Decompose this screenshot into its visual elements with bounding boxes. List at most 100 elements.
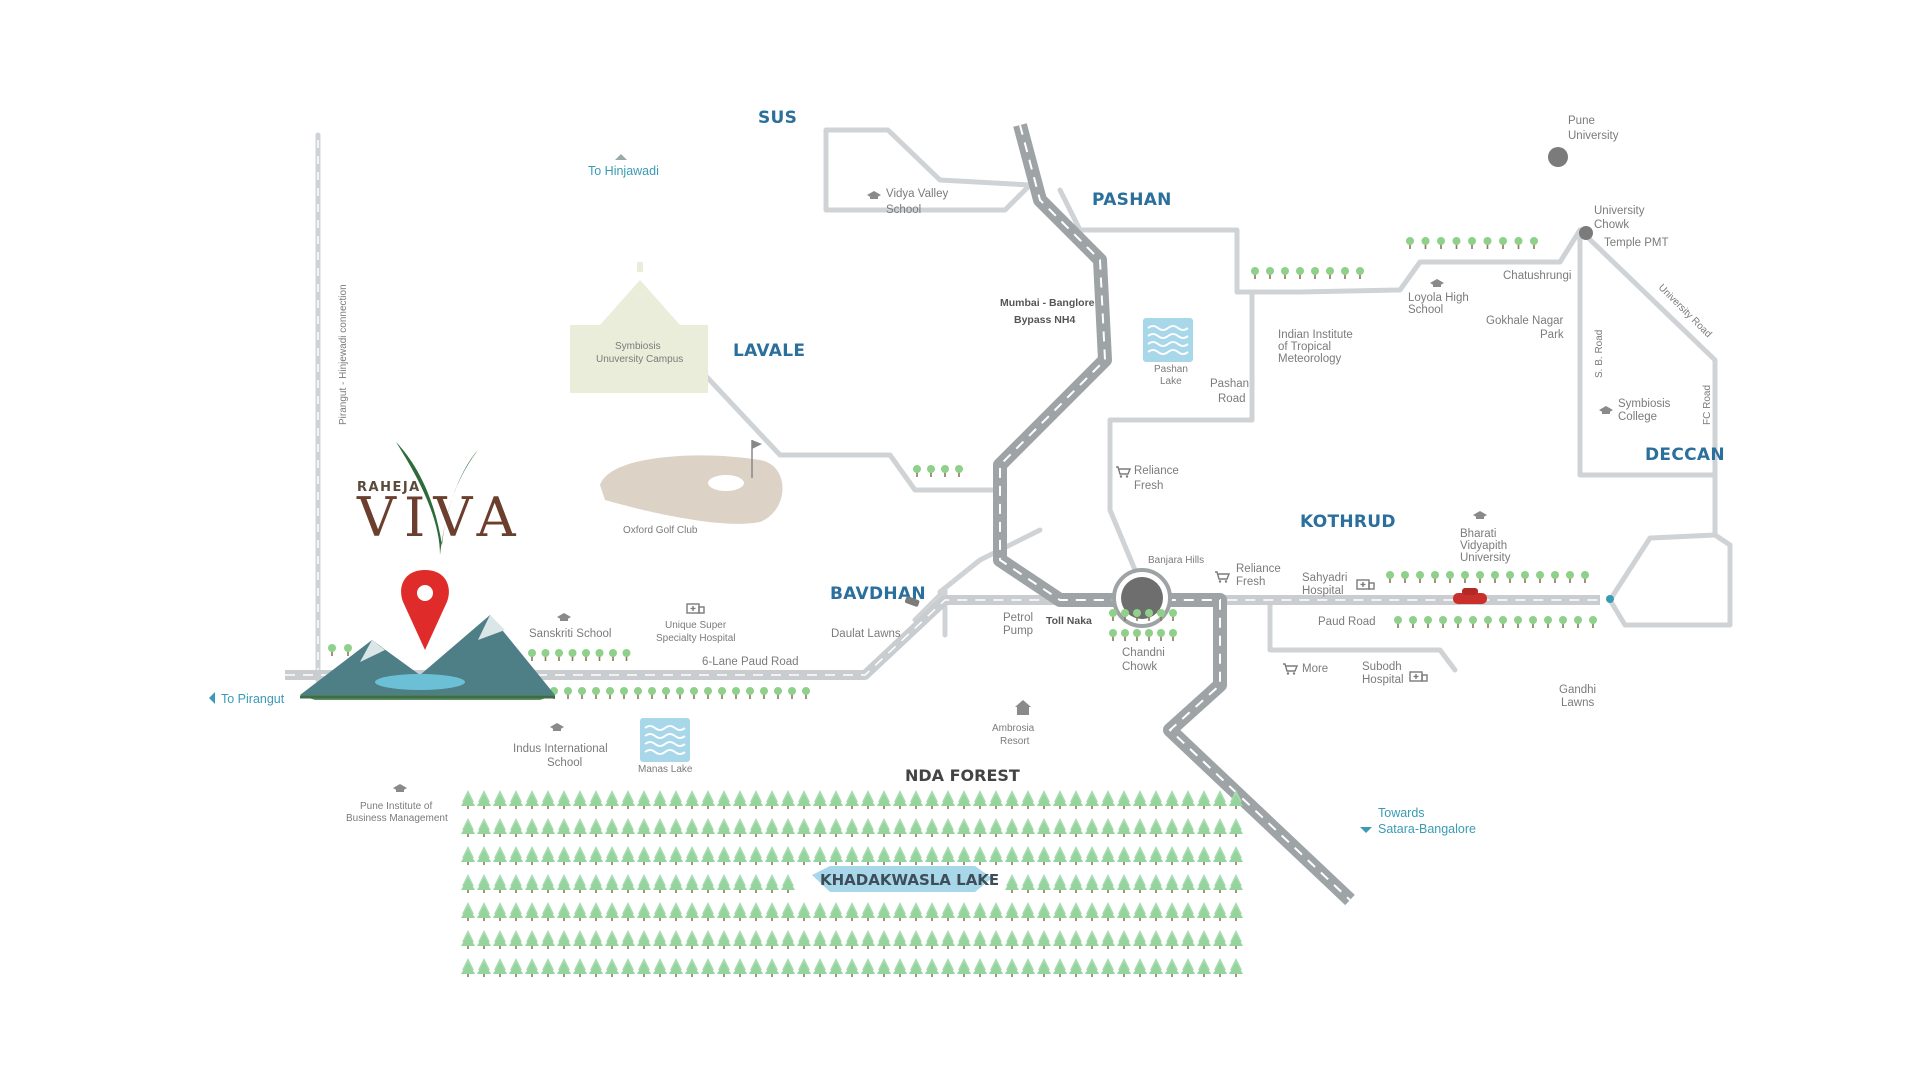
subodh-hospital-icon — [1409, 671, 1428, 682]
tree-icon — [606, 687, 614, 699]
pine-tree-icon — [861, 790, 875, 809]
tree-icon — [1145, 629, 1153, 641]
pine-tree-icon — [605, 874, 619, 893]
pine-tree-icon — [1005, 818, 1019, 837]
pine-tree-icon — [605, 790, 619, 809]
pine-tree-icon — [925, 958, 939, 977]
tree-icon — [1394, 616, 1402, 628]
tree-icon — [1544, 616, 1552, 628]
tree-icon — [622, 649, 631, 661]
pine-tree-icon — [893, 958, 907, 977]
pine-tree-icon — [813, 902, 827, 921]
tree-icon — [1356, 267, 1364, 279]
pine-tree-icon — [1101, 958, 1115, 977]
pine-tree-icon — [621, 902, 635, 921]
project-site-illustration[interactable] — [300, 615, 555, 700]
satara-bangalore-label[interactable]: Satara-Bangalore — [1378, 822, 1476, 836]
pine-tree-icon — [941, 930, 955, 949]
pine-tree-icon — [1197, 958, 1211, 977]
location-pin-icon[interactable] — [401, 570, 449, 650]
tree-icon — [568, 649, 577, 661]
tree-rows — [328, 237, 1597, 699]
pine-tree-icon — [1133, 846, 1147, 865]
bharati-school-icon — [1473, 511, 1487, 519]
tree-icon — [1514, 616, 1522, 628]
pine-tree-icon — [1181, 846, 1195, 865]
tree-icon — [1499, 237, 1507, 249]
pine-tree-icon — [589, 958, 603, 977]
indus-school-icon — [550, 723, 564, 731]
vidya-valley-label-2: School — [886, 204, 921, 216]
to-hinjawadi-label[interactable]: To Hinjawadi — [588, 164, 659, 178]
pine-tree-icon — [477, 874, 491, 893]
pine-tree-icon — [621, 818, 635, 837]
pine-tree-icon — [573, 846, 587, 865]
pine-tree-icon — [989, 958, 1003, 977]
pine-tree-icon — [893, 930, 907, 949]
pine-tree-icon — [749, 958, 763, 977]
khadakwasla-lake[interactable]: KHADAKWASLA LAKE — [812, 866, 999, 892]
pine-tree-icon — [877, 958, 891, 977]
pine-tree-icon — [685, 958, 699, 977]
oxford-golf-club[interactable]: Oxford Golf Club — [600, 440, 783, 536]
tree-icon — [1581, 571, 1589, 583]
pine-tree-icon — [1085, 874, 1099, 893]
pibm-school-icon — [393, 784, 407, 792]
tree-icon — [1311, 267, 1319, 279]
pine-tree-icon — [1037, 874, 1051, 893]
tree-icon — [541, 649, 550, 661]
pine-tree-icon — [461, 902, 475, 921]
iitm-label-3: Meteorology — [1278, 353, 1342, 365]
pine-tree-icon — [557, 930, 571, 949]
university-chowk-marker[interactable] — [1579, 226, 1593, 240]
pine-tree-icon — [765, 930, 779, 949]
pine-tree-icon — [1181, 818, 1195, 837]
pine-tree-icon — [781, 790, 795, 809]
pine-tree-icon — [653, 846, 667, 865]
tree-icon — [1521, 571, 1529, 583]
pine-tree-icon — [1117, 902, 1131, 921]
tree-icon — [802, 687, 810, 699]
pine-tree-icon — [1069, 958, 1083, 977]
pine-tree-icon — [1165, 874, 1179, 893]
pine-tree-icon — [925, 902, 939, 921]
pine-tree-icon — [797, 902, 811, 921]
tree-icon — [595, 649, 604, 661]
pine-tree-icon — [573, 818, 587, 837]
pine-tree-icon — [541, 930, 555, 949]
symbiosis-college-school-icon — [1599, 406, 1613, 414]
tree-icon — [1536, 571, 1544, 583]
pine-tree-icon — [989, 790, 1003, 809]
chandni-chowk-label-2: Chowk — [1122, 661, 1157, 673]
tree-icon — [704, 687, 712, 699]
pine-tree-icon — [733, 790, 747, 809]
tree-icon — [1483, 237, 1492, 249]
pine-tree-icon — [669, 818, 683, 837]
pine-tree-icon — [701, 846, 715, 865]
loyola-label-2: School — [1408, 304, 1443, 316]
pine-tree-icon — [1229, 958, 1243, 977]
pine-tree-icon — [909, 790, 923, 809]
pine-tree-icon — [749, 930, 763, 949]
pine-tree-icon — [1069, 846, 1083, 865]
pine-tree-icon — [461, 818, 475, 837]
symbiosis-campus-building[interactable]: Symbiosis Unuversity Campus — [570, 262, 708, 393]
to-pirangut-label[interactable]: To Pirangut — [221, 692, 285, 706]
pine-tree-icon — [589, 902, 603, 921]
pine-tree-icon — [701, 790, 715, 809]
pine-tree-icon — [717, 930, 731, 949]
pine-tree-icon — [525, 790, 539, 809]
tree-icon — [1499, 616, 1507, 628]
pine-tree-icon — [1117, 958, 1131, 977]
arrow-left-icon — [209, 692, 215, 704]
pine-tree-icon — [685, 874, 699, 893]
pine-tree-icon — [637, 846, 651, 865]
tree-icon — [690, 687, 698, 699]
pine-tree-icon — [781, 958, 795, 977]
pune-university-marker[interactable] — [1548, 147, 1568, 167]
pashan-lake-label-2: Lake — [1160, 376, 1182, 387]
tree-icon — [1169, 609, 1177, 621]
pine-tree-icon — [749, 874, 763, 893]
pine-tree-icon — [685, 846, 699, 865]
